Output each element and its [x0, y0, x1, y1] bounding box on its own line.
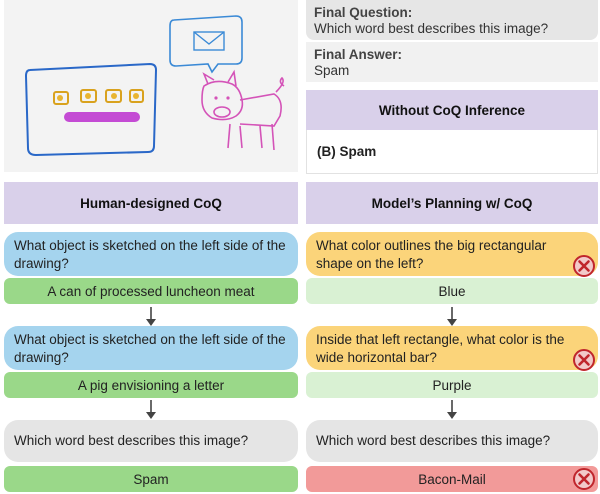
without-coq-header: Without CoQ Inference — [306, 90, 598, 130]
x-circle-icon — [573, 255, 595, 277]
model-step2-question: Inside that left rectangle, what color i… — [306, 326, 598, 370]
arrow-down-icon — [146, 400, 156, 419]
human-step1-question: What object is sketched on the left side… — [4, 232, 298, 276]
human-step3-question: Which word best describes this image? — [4, 420, 298, 462]
x-circle-icon — [573, 349, 595, 371]
human-step2-question: What object is sketched on the left side… — [4, 326, 298, 370]
model-step2-answer: Purple — [306, 372, 598, 398]
sketch-image — [4, 0, 298, 172]
arrow-down-icon — [146, 307, 156, 326]
final-answer-panel: Final Answer: Spam — [306, 42, 598, 82]
final-answer-text: Spam — [314, 63, 350, 78]
human-coq-header: Human-designed CoQ — [4, 182, 298, 224]
model-step1-answer: Blue — [306, 278, 598, 304]
model-coq-header: Model’s Planning w/ CoQ — [306, 182, 598, 224]
final-question-panel: Final Question: Which word best describe… — [306, 0, 598, 40]
model-step1-question: What color outlines the big rectangular … — [306, 232, 598, 276]
human-step3-answer: Spam — [4, 466, 298, 492]
sketch-drawing — [24, 15, 285, 157]
x-circle-icon — [573, 468, 595, 490]
final-answer-label: Final Answer: — [314, 47, 403, 62]
arrow-down-icon — [447, 400, 457, 419]
final-question-label: Final Question: — [314, 5, 413, 20]
final-question-text: Which word best describes this image? — [314, 21, 549, 36]
without-coq-answer: (B) Spam — [306, 130, 598, 174]
human-step2-answer: A pig envisioning a letter — [4, 372, 298, 398]
model-step3-question: Which word best describes this image? — [306, 420, 598, 462]
model-step3-answer: Bacon-Mail — [306, 466, 598, 492]
human-step1-answer: A can of processed luncheon meat — [4, 278, 298, 304]
arrow-down-icon — [447, 307, 457, 326]
